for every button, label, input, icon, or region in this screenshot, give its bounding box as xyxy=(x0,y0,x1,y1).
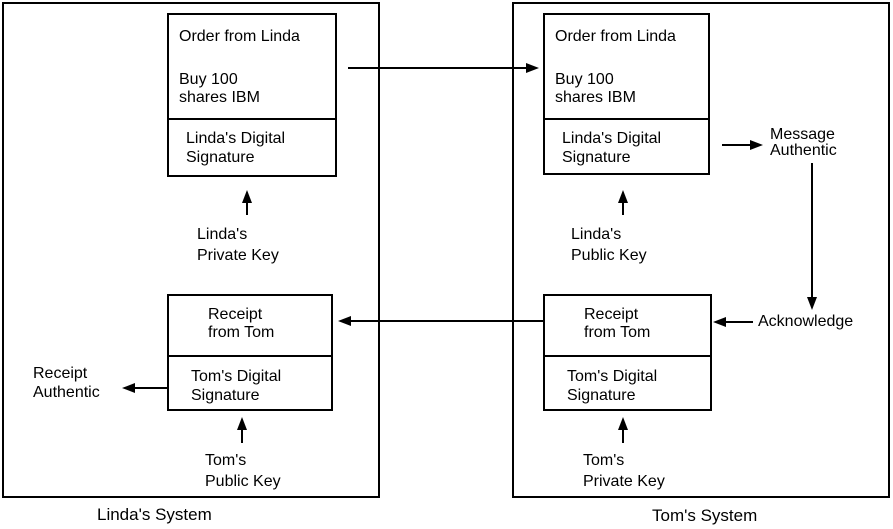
receipt-authentic-label: Receipt Authentic xyxy=(33,365,100,401)
receipt-title-line2: from Tom xyxy=(208,324,275,341)
receipt-title-line1: Receipt xyxy=(584,306,639,323)
signature-line1: Linda's Digital xyxy=(562,130,662,147)
receipt-title-line1: Receipt xyxy=(208,306,263,323)
linda-private-key-label: Linda's Private Key xyxy=(197,226,279,264)
linda-receipt-box: Receipt from Tom Tom's Digital Signature xyxy=(167,294,333,411)
tom-order-signature: Linda's Digital Signature xyxy=(545,120,708,167)
order-title: Order from Linda xyxy=(179,28,300,45)
signature-line1: Tom's Digital xyxy=(567,368,658,385)
order-body-line1: Buy 100 xyxy=(179,71,238,88)
signature-line1: Linda's Digital xyxy=(186,130,286,147)
signature-line2: Signature xyxy=(186,149,255,166)
tom-receipt-signature: Tom's Digital Signature xyxy=(545,357,710,405)
order-title: Order from Linda xyxy=(555,28,676,45)
order-body-line2: shares IBM xyxy=(555,89,636,106)
acknowledge-label: Acknowledge xyxy=(758,313,854,330)
tom-system-box xyxy=(512,2,890,498)
linda-system-label: Linda's System xyxy=(97,505,212,524)
order-body-line2: shares IBM xyxy=(179,89,260,106)
tom-system-label: Tom's System xyxy=(652,506,758,525)
linda-order-box: Order from Linda Buy 100 shares IBM Lind… xyxy=(167,13,337,177)
message-authentic-label: Message Authentic xyxy=(770,126,837,159)
tom-receipt-box: Receipt from Tom Tom's Digital Signature xyxy=(543,294,712,411)
linda-order-content: Order from Linda Buy 100 shares IBM xyxy=(169,15,335,120)
receipt-title-line2: from Tom xyxy=(584,324,651,341)
order-body-line1: Buy 100 xyxy=(555,71,614,88)
tom-receipt-content: Receipt from Tom xyxy=(545,296,710,357)
signature-line2: Signature xyxy=(567,387,636,404)
linda-order-signature: Linda's Digital Signature xyxy=(169,120,335,167)
signature-line2: Signature xyxy=(562,149,631,166)
linda-system-box xyxy=(2,2,380,498)
tom-private-key-label: Tom's Private Key xyxy=(583,452,665,490)
tom-order-content: Order from Linda Buy 100 shares IBM xyxy=(545,15,708,120)
tom-public-key-label: Tom's Public Key xyxy=(205,452,281,490)
linda-receipt-signature: Tom's Digital Signature xyxy=(169,357,331,405)
signature-line1: Tom's Digital xyxy=(191,368,282,385)
tom-order-box: Order from Linda Buy 100 shares IBM Lind… xyxy=(543,13,710,175)
linda-receipt-content: Receipt from Tom xyxy=(169,296,331,357)
linda-public-key-label: Linda's Public Key xyxy=(571,226,647,264)
signature-line2: Signature xyxy=(191,387,260,404)
